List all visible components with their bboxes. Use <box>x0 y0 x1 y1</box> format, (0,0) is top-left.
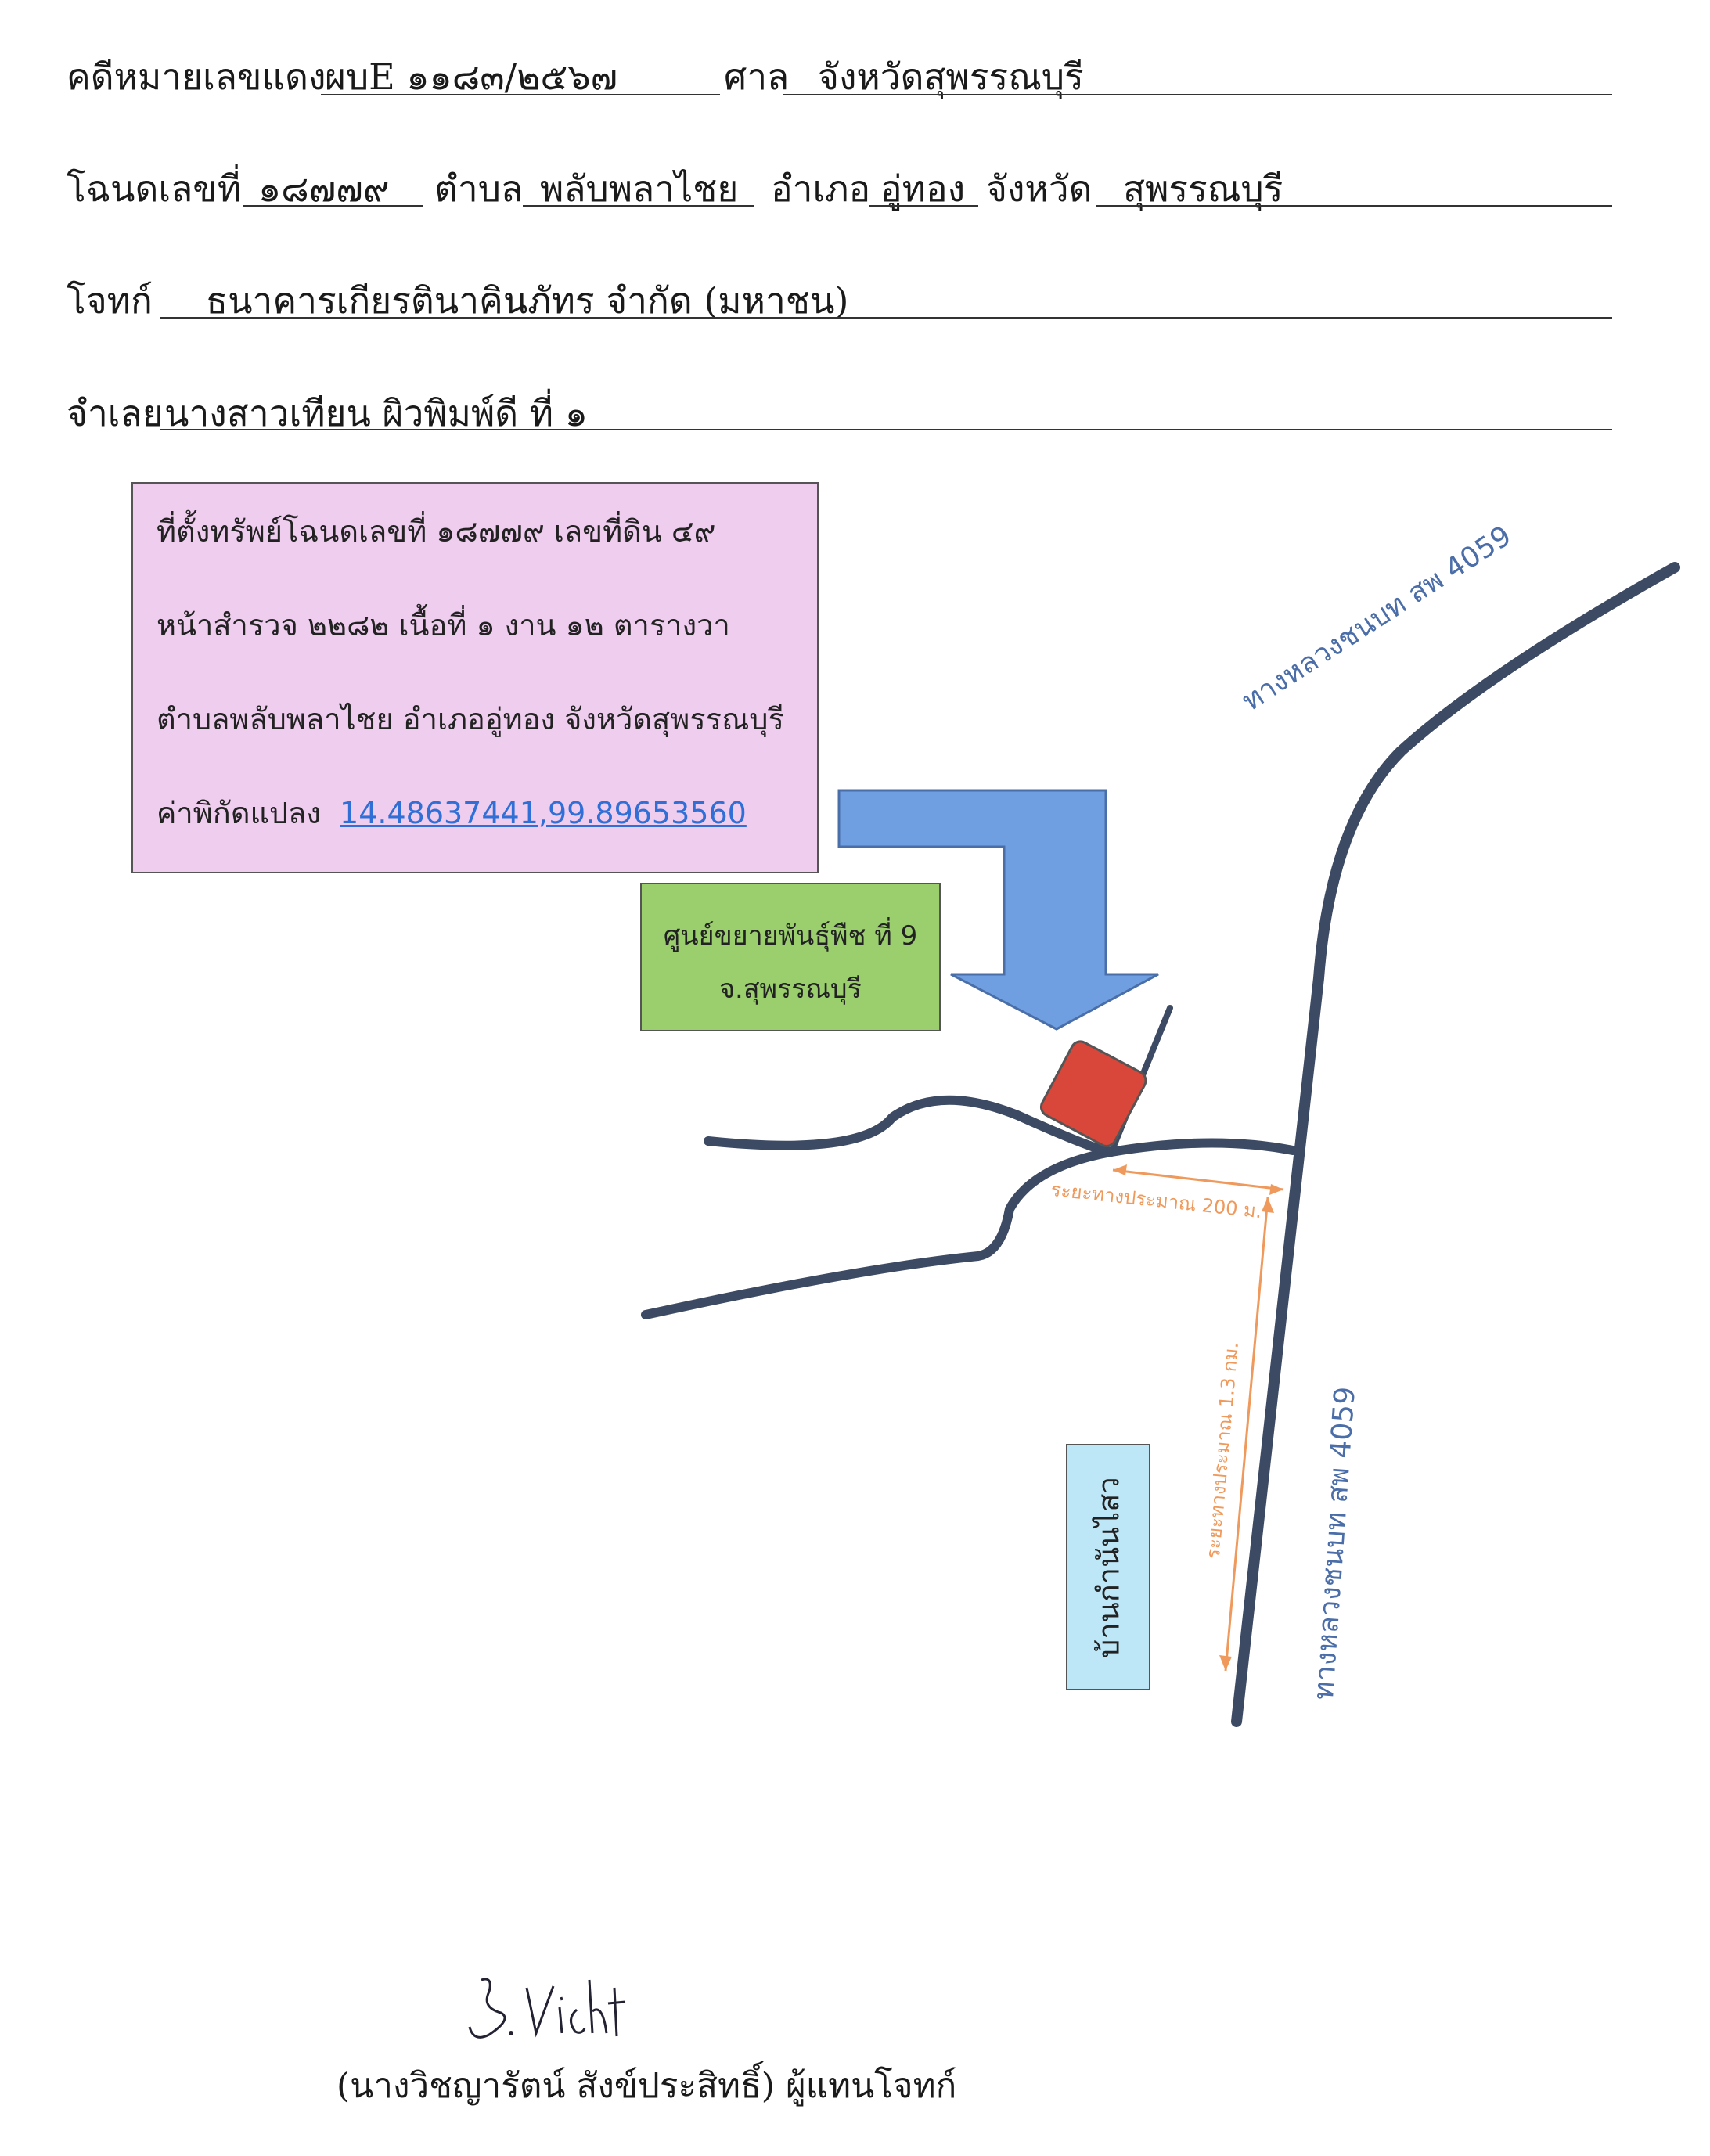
district-label: อำเภอ <box>771 167 871 210</box>
defendant-underline <box>160 429 1612 430</box>
court-label: ศาล <box>724 56 790 98</box>
coord-link[interactable]: 14.48637441,99.89653560 <box>340 796 747 830</box>
distance-label-long: ระยะทางประมาณ 1.3 กม. <box>1201 1341 1244 1560</box>
distance-arrowhead-long-a <box>1262 1197 1274 1213</box>
defendant-name: นางสาวเทียน ผิวพิมพ์ดี ที่ ๑ <box>164 392 588 434</box>
plaintiff-underline <box>160 317 1612 319</box>
subdistrict-name: พลับพลาไชย <box>540 167 739 210</box>
case-number: ผบE ๑๑๘๓/๒๕๖๗ <box>325 56 618 98</box>
case-underline <box>321 94 720 95</box>
court-underline <box>783 94 1612 95</box>
distance-arrowhead-short-a <box>1113 1164 1127 1175</box>
subdistrict-label: ตำบล <box>434 167 524 210</box>
province-name: สุพรรณบุรี <box>1123 167 1283 210</box>
landmark-green-line-1: ศูนย์ขยายพันธุ์พืช ที่ 9 <box>663 920 918 952</box>
property-info-box: ที่ตั้งทรัพย์โฉนดเลขที่ ๑๘๗๗๙ เลขที่ดิน … <box>131 482 819 873</box>
plaintiff-name: ธนาคารเกียรตินาคินภัทร จำกัด (มหาชน) <box>206 279 849 322</box>
coord-row: ค่าพิกัดแปลง 14.48637441,99.89653560 <box>157 789 747 837</box>
info-line-2: หน้าสำรวจ ๒๒๘๒ เนื้อที่ ๑ งาน ๑๒ ตารางวา <box>157 608 730 642</box>
province-label: จังหวัด <box>986 167 1093 210</box>
deed-label: โฉนดเลขที่ <box>67 167 242 210</box>
court-name: จังหวัดสุพรรณบุรี <box>818 56 1084 98</box>
side-road-upper <box>704 1095 1298 1157</box>
signatory-name: (นางวิชญารัตน์ สังข์ประสิทธิ์) ผู้แทนโจท… <box>337 2066 957 2106</box>
distance-label-short: ระยะทางประมาณ 200 ม. <box>1049 1178 1263 1223</box>
side-road-lower <box>641 1147 1116 1319</box>
road-label-bottom: ทางหลวงชนบท สพ 4059 <box>1307 1385 1362 1701</box>
deed-number: ๑๘๗๗๙ <box>258 167 390 210</box>
info-line-3: ตำบลพลับพลาไชย อำเภออู่ทอง จังหวัดสุพรรณ… <box>157 702 784 736</box>
landmark-plant-center: ศูนย์ขยายพันธุ์พืช ที่ 9 จ.สุพรรณบุรี <box>640 883 941 1031</box>
province-underline <box>1096 205 1612 207</box>
main-road <box>1231 562 1680 1727</box>
coord-label: ค่าพิกัดแปลง <box>157 796 321 830</box>
district-name: อู่ทอง <box>880 167 966 210</box>
district-underline <box>869 205 978 207</box>
plaintiff-label: โจทก์ <box>67 279 153 322</box>
defendant-label: จำเลย <box>67 392 164 434</box>
info-line-1: ที่ตั้งทรัพย์โฉนดเลขที่ ๑๘๗๗๙ เลขที่ดิน … <box>157 514 716 549</box>
deed-underline <box>243 205 423 207</box>
subdistrict-underline <box>523 205 754 207</box>
property-plot <box>1039 1040 1147 1147</box>
signature-block <box>0 1964 1088 2053</box>
landmark-green-line-2: จ.สุพรรณบุรี <box>719 974 862 1005</box>
distance-arrowhead-long-b <box>1219 1655 1232 1671</box>
spur-road <box>1108 1005 1173 1155</box>
road-label-top: ทางหลวงชนบท สพ 4059 <box>1236 520 1517 718</box>
case-label: คดีหมายเลขแดง <box>67 56 326 98</box>
landmark-village-chief-house: บ้านกำนันไสว <box>1066 1444 1150 1690</box>
distance-arrowhead-short-b <box>1269 1184 1283 1195</box>
signature-scribble-mark <box>468 1978 626 2039</box>
landmark-blue-label: บ้านกำนันไสว <box>1091 1476 1126 1658</box>
